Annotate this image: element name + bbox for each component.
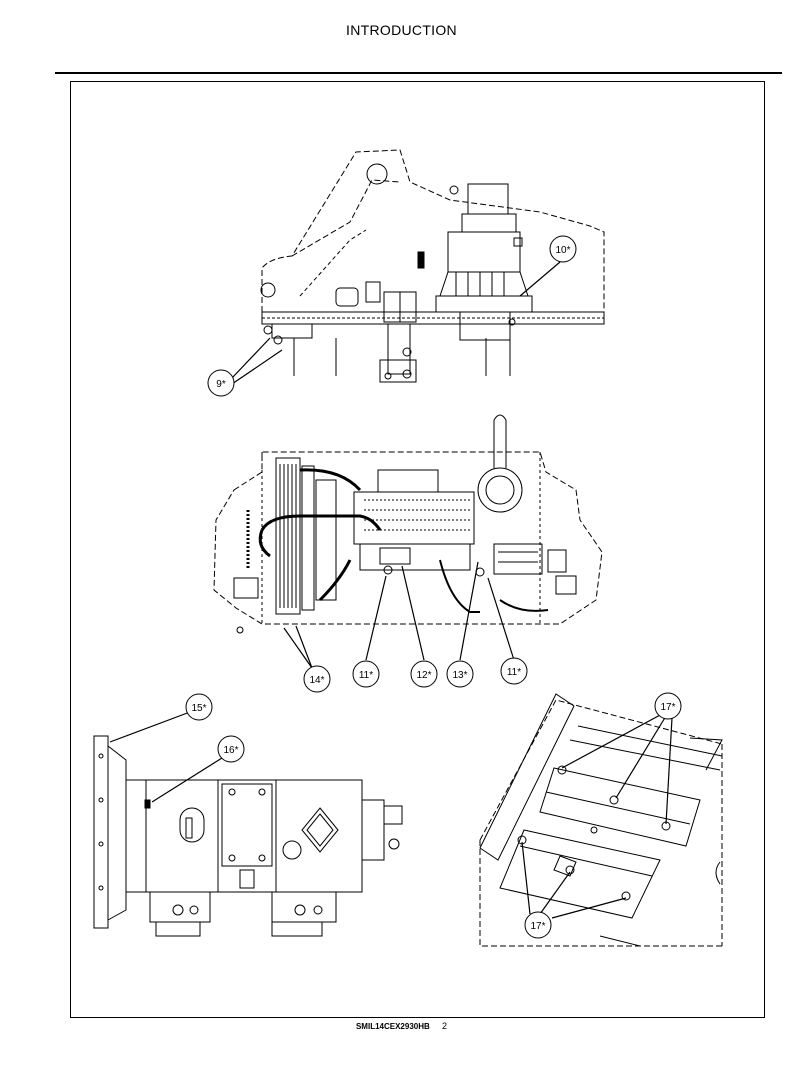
- engine-compartment-drawing: [213, 414, 603, 634]
- callout-13: 13*: [452, 670, 467, 681]
- document-code: SMIL14CEX2930HB: [355, 1022, 430, 1031]
- page-title: INTRODUCTION: [346, 22, 457, 38]
- leader-lines: [109, 261, 673, 919]
- upper-structure-drawing: [260, 149, 605, 383]
- callout-circles: [185, 235, 682, 939]
- pump-group-drawing: [93, 735, 403, 937]
- callout-14: 14*: [309, 675, 324, 686]
- callout-17-top: 17*: [660, 702, 675, 713]
- underside-plate-drawing: [479, 693, 723, 947]
- callout-11-left: 11*: [359, 670, 373, 681]
- page-number: 2: [442, 1021, 448, 1031]
- callout-9: 9*: [216, 379, 226, 390]
- callout-15: 15*: [191, 703, 206, 714]
- callout-16: 16*: [223, 745, 238, 756]
- figure-frame: [70, 81, 765, 1018]
- header-divider: [55, 72, 782, 74]
- callout-11-right: 11*: [507, 667, 521, 678]
- page-footer: SMIL14CEX2930HB 2: [0, 1021, 803, 1031]
- callout-12: 12*: [416, 670, 431, 681]
- callout-17-bottom: 17*: [530, 921, 545, 932]
- callout-10: 10*: [555, 245, 570, 256]
